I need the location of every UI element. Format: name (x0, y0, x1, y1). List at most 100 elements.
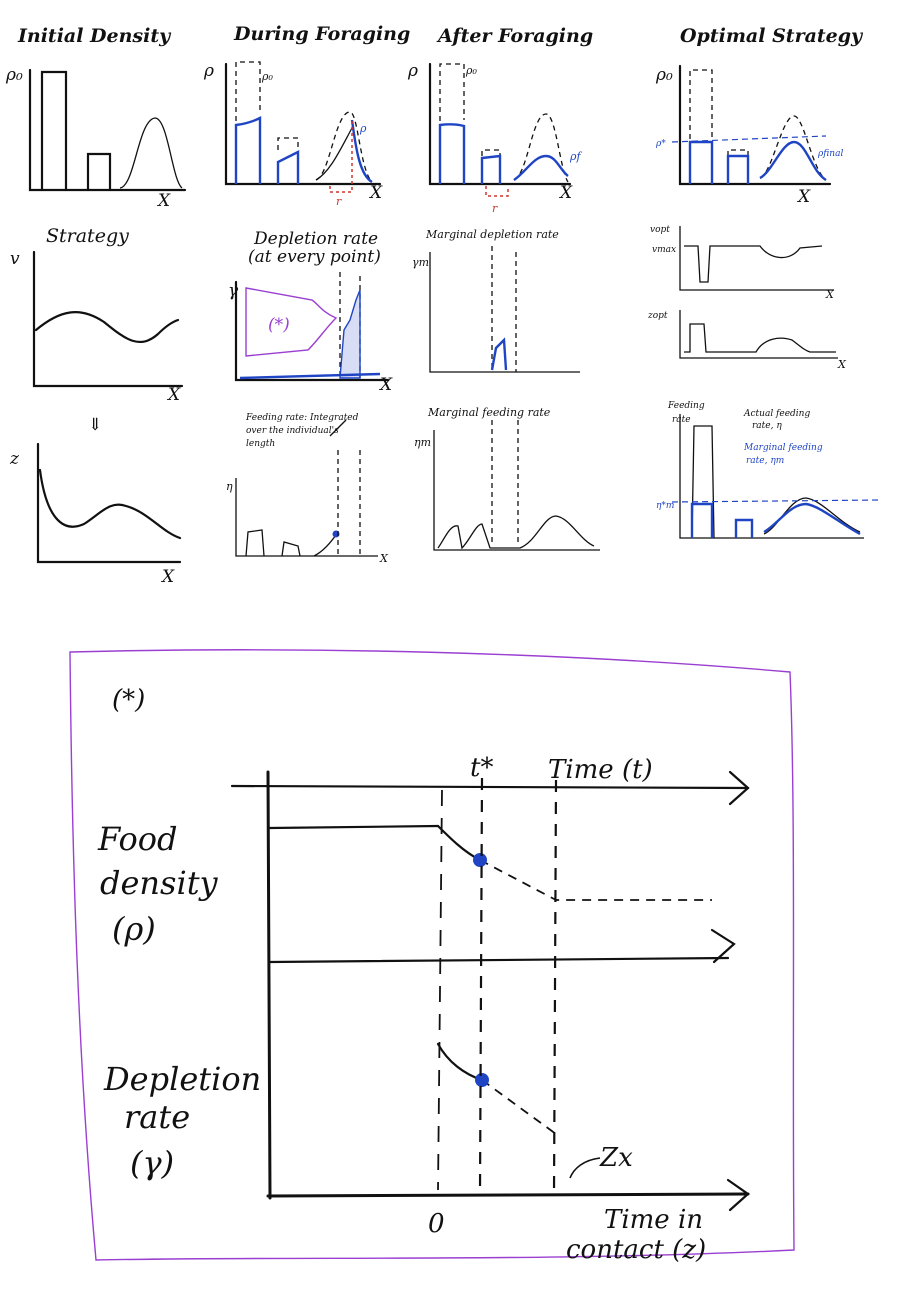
depleting-hump-left (315, 127, 353, 181)
actual-feeding-1: Actual feeding (743, 409, 810, 419)
final-bar-tall (688, 140, 714, 184)
x-axis-label: X (160, 567, 175, 587)
r-label: r (492, 202, 498, 215)
panel-optimal-strategy: ρ₀ ρ* ρfinal X (655, 64, 843, 207)
strategy-title: Strategy (46, 225, 129, 247)
gamma-axis-label: γ (228, 281, 239, 301)
rho-blue-label: ρ (359, 122, 367, 135)
depletion-hatch (339, 289, 361, 379)
contact-label-1: Time in (604, 1205, 703, 1235)
title-during-foraging: During Foraging (233, 23, 410, 45)
vertical-axis (266, 770, 272, 1200)
panel-during-foraging: ρ ρ₀ ρ r X (203, 61, 383, 208)
time-axis (230, 784, 750, 790)
v-opt-curve (684, 245, 823, 283)
rho0-axis-label: ρ₀ (655, 65, 673, 85)
actual-feeding-2: rate, η (752, 421, 782, 431)
axes (224, 62, 382, 186)
marginal-depletion-title: Marginal depletion rate (425, 228, 559, 241)
density-plateau (268, 824, 440, 830)
v-opt-label: vopt (650, 225, 670, 235)
density-current-dot (473, 853, 487, 867)
rho-star-label: ρ* (655, 139, 666, 149)
time-axis-label: Time (t) (548, 755, 653, 785)
star-label: (*) (268, 315, 290, 335)
panel-optimal-feeding: Feeding rate η*m Actual feeding rate, η … (656, 401, 881, 539)
time-axis-arrowhead (728, 770, 750, 806)
original-hump-outline (315, 111, 373, 183)
gamma-m-axis-label: γm (412, 256, 429, 269)
depletion-3: (γ) (130, 1144, 174, 1182)
rho-axis-label: ρ (407, 61, 418, 81)
z-curve (38, 468, 182, 540)
feeding-rate-axis-2: rate (672, 415, 691, 425)
axes (36, 442, 182, 564)
axes (28, 68, 187, 192)
guide-z-x (552, 779, 558, 1195)
final-bar-short (726, 154, 750, 184)
axes (32, 250, 184, 388)
food-density-3: (ρ) (112, 910, 156, 948)
depleted-bar-tall (234, 116, 262, 184)
original-short-outline (727, 149, 749, 156)
feeding-pointer (329, 419, 347, 437)
contact-axis (266, 1192, 750, 1198)
contact-label-2: contact (z) (566, 1235, 706, 1265)
axes (678, 64, 832, 186)
title-initial-density: Initial Density (17, 25, 172, 47)
z-x-label: Zx (599, 1143, 633, 1173)
feeding-rate-axis-1: Feeding (667, 401, 705, 411)
guide-t-star (478, 777, 484, 1193)
marginal-feeding-2: rate, ηm (746, 456, 784, 466)
axes (433, 430, 600, 551)
final-hump (759, 140, 827, 182)
x-axis-label: X (558, 183, 573, 203)
rho-star-threshold (671, 135, 827, 143)
z-x-pointer (569, 1157, 601, 1179)
strategy-curve (34, 311, 180, 344)
eta-star-label: η*m (656, 501, 674, 511)
depleted-bar-tall (438, 123, 466, 184)
z-opt-curve (684, 323, 836, 353)
initial-bar-tall (40, 70, 68, 192)
callout-bubble (245, 287, 338, 357)
panel-after-foraging: ρ ρ₀ ρf r X (407, 61, 582, 215)
zero-label: 0 (428, 1209, 445, 1239)
t-star-label: t* (470, 753, 493, 783)
v-max-label: vmax (652, 245, 676, 255)
food-density-1: Food (97, 820, 177, 858)
guide-zero (437, 789, 443, 1191)
panel-initial-density: ρ₀ X (5, 65, 187, 211)
rho0-label: ρ₀ (465, 64, 477, 77)
rho-axis-label: ρ (203, 61, 214, 81)
depletion-projection (481, 1079, 557, 1135)
z-axis-label: z (9, 449, 20, 469)
original-bar-outline (689, 69, 713, 184)
marginal-feeding-title: Marginal feeding rate (427, 406, 551, 419)
title-optimal-strategy: Optimal Strategy (680, 25, 864, 47)
depleting-hump-right (350, 119, 373, 184)
axes (235, 478, 378, 557)
eta-axis-label: η (226, 480, 233, 493)
density-decline (436, 824, 482, 862)
x-axis-label: X (368, 183, 383, 203)
eta-star-threshold (671, 499, 881, 503)
depletion-current-dot (475, 1073, 489, 1087)
feeding-title-3: length (246, 439, 275, 449)
rho0-label: ρ₀ (261, 70, 273, 83)
panel-depletion-rate: Depletion rate (at every point) γ (*) X (228, 229, 393, 395)
depletion-title-1: Depletion rate (253, 229, 378, 249)
axes (234, 280, 390, 382)
x-axis-label-2: X (837, 358, 847, 371)
rho-final-label: ρfinal (817, 149, 843, 159)
marginal-feeding-curve (690, 502, 861, 538)
panel-marginal-depletion: Marginal depletion rate γm (412, 228, 580, 373)
depleted-bar-short (276, 150, 300, 184)
depleted-bar-short (480, 154, 502, 184)
feeding-rate-curve (245, 529, 339, 557)
original-hump-outline (759, 115, 827, 181)
z-opt-label: zopt (647, 311, 668, 321)
inset-detail: (*) t* Time (t) Food density (ρ) Depleti… (69, 649, 795, 1265)
axes (429, 252, 580, 373)
original-hump-outline (513, 113, 569, 183)
